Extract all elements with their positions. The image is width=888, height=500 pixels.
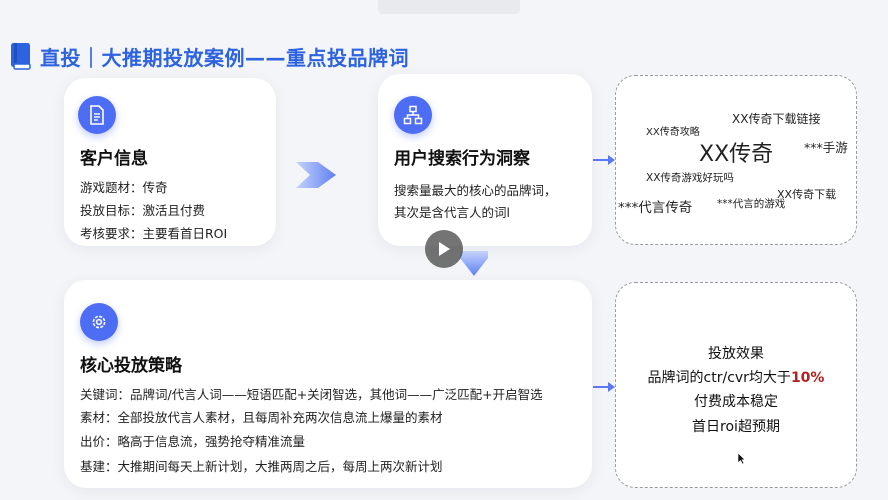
customer-line: 游戏题材：传奇 — [80, 180, 168, 195]
insight-card-title: 用户搜索行为洞察 — [394, 149, 530, 169]
gear-icon — [80, 303, 118, 341]
strategy-line: 基建：大推期间每天上新计划，大推两周之后，每周上两次新计划 — [80, 459, 443, 474]
keyword: XX传奇 — [699, 142, 774, 167]
page-title: 直投｜大推期投放案例——重点投品牌词 — [40, 45, 409, 70]
effect-line: 首日roi超预期 — [692, 419, 780, 435]
top-bar — [378, 0, 520, 14]
effect-title: 投放效果 — [708, 346, 764, 362]
insight-line: 其次是含代言人的词l — [394, 205, 510, 220]
keyword: ***代言传奇 — [618, 200, 693, 216]
keyword: XX传奇游戏好玩吗 — [646, 172, 734, 184]
arrow-connector — [593, 155, 615, 165]
effect-box — [615, 282, 857, 488]
keyword: XX传奇攻略 — [646, 127, 700, 138]
effect-line: 付费成本稳定 — [694, 394, 778, 410]
play-button[interactable] — [425, 230, 463, 268]
strategy-card — [64, 280, 592, 488]
down-arrow-icon — [460, 251, 488, 276]
mouse-cursor-icon — [737, 452, 746, 465]
keyword: XX传奇下载 — [777, 188, 837, 201]
customer-line: 考核要求：主要看首日ROI — [80, 226, 228, 241]
strategy-line: 关键词：品牌词/代言人词——短语匹配+关闭智选，其他词——广泛匹配+开启智选 — [80, 387, 543, 402]
play-icon — [439, 242, 450, 256]
strategy-line: 出价：略高于信息流，强势抢夺精准流量 — [80, 434, 306, 449]
keyword: ***手游 — [804, 140, 848, 155]
book-icon — [11, 43, 31, 70]
arrow-connector — [593, 382, 615, 392]
effect-line-text: 品牌词的ctr/cvr均大于 — [647, 370, 791, 386]
effect-highlight: 10% — [790, 370, 825, 386]
customer-line: 投放目标：激活且付费 — [80, 203, 206, 218]
customer-card-title: 客户信息 — [80, 149, 148, 169]
keyword: ***代言的游戏 — [717, 198, 786, 210]
document-icon — [78, 96, 116, 134]
effect-line: 品牌词的ctr/cvr均大于10% — [615, 367, 857, 387]
hierarchy-icon — [394, 96, 432, 134]
keyword-cloud-box — [615, 75, 857, 245]
header: 直投｜大推期投放案例——重点投品牌词 — [10, 40, 409, 72]
keyword: XX传奇下载链接 — [732, 112, 821, 126]
right-arrow-icon — [296, 162, 336, 188]
strategy-line: 素材：全部投放代言人素材，且每周补充两次信息流上爆量的素材 — [80, 410, 443, 425]
strategy-card-title: 核心投放策略 — [80, 356, 182, 376]
insight-line: 搜索量最大的核心的品牌词， — [394, 183, 557, 198]
